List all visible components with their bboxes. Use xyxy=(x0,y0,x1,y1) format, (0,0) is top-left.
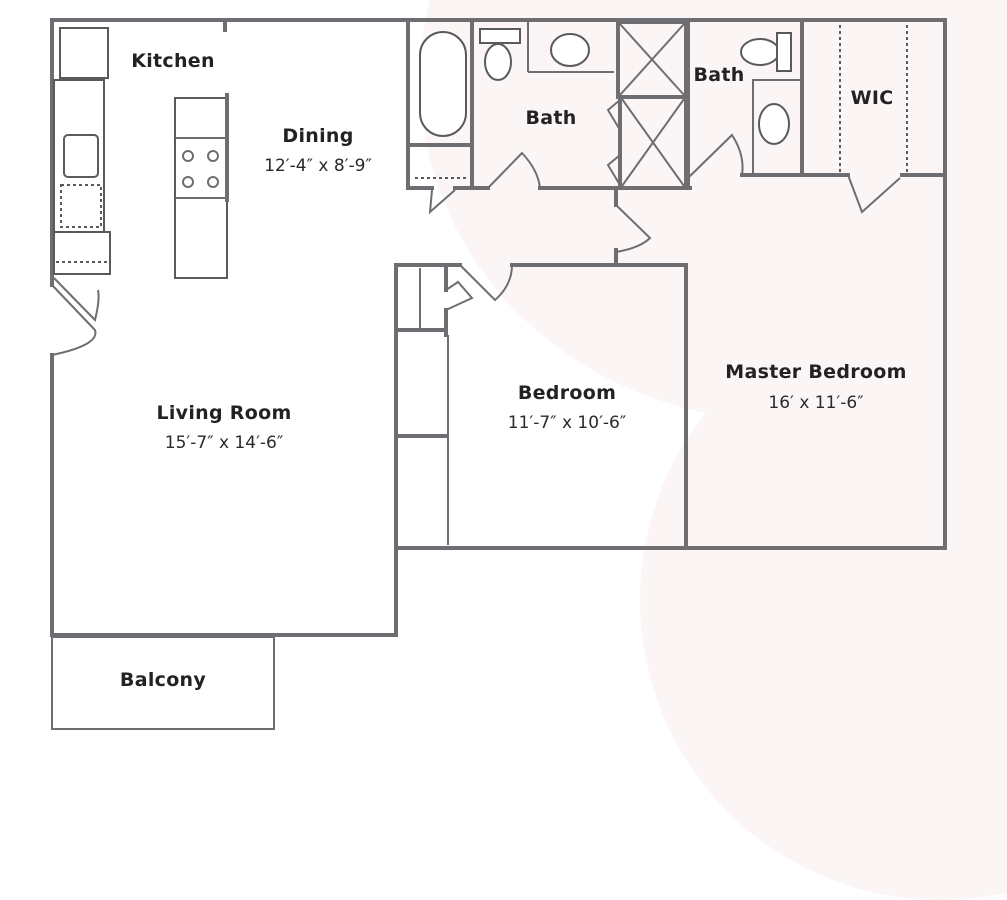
walls xyxy=(50,18,947,637)
bath2-door xyxy=(687,133,744,179)
toilet-icon xyxy=(484,43,512,81)
room-label-living: Living Room xyxy=(156,402,292,424)
bath1-door xyxy=(487,151,541,189)
room-dimensions-dining: 12′-4″ x 8′-9″ xyxy=(264,156,372,176)
toilet-icon xyxy=(740,38,780,66)
hall-door xyxy=(615,204,652,253)
toilet-tank-icon xyxy=(776,32,792,72)
stove-icon xyxy=(182,150,219,188)
toilet-tank-icon xyxy=(479,28,521,44)
sink-icon xyxy=(63,134,99,178)
refrigerator-icon xyxy=(59,27,109,79)
closet-door xyxy=(445,280,474,311)
sink-icon xyxy=(758,103,790,145)
shower-icon xyxy=(619,23,685,187)
room-dimensions-living: 15′-7″ x 14′-6″ xyxy=(164,433,284,453)
balcony-outline xyxy=(51,636,275,730)
kitchen-island xyxy=(174,97,228,279)
room-label-bath2: Bath xyxy=(693,64,745,86)
bedroom-door xyxy=(459,264,513,302)
sink-icon xyxy=(550,33,590,67)
floorplan-drawing xyxy=(50,18,947,730)
bathtub-icon xyxy=(419,31,467,137)
pantry-door xyxy=(53,277,100,322)
room-dimensions-master-bedroom: 16′ x 11′-6″ xyxy=(768,393,864,413)
room-label-wic: WIC xyxy=(850,87,894,109)
room-label-kitchen: Kitchen xyxy=(131,50,215,72)
bath1-fixtures xyxy=(415,22,621,215)
linen-door xyxy=(428,189,456,215)
room-label-dining: Dining xyxy=(282,125,354,147)
room-label-bedroom: Bedroom xyxy=(517,382,617,404)
wic-door xyxy=(847,174,901,214)
entry-door xyxy=(51,284,97,356)
dishwasher-icon xyxy=(60,184,102,228)
wic-fixtures xyxy=(839,25,908,214)
room-label-balcony: Balcony xyxy=(119,669,207,691)
room-label-bath1: Bath xyxy=(525,107,577,129)
pantry xyxy=(53,231,111,275)
kitchen-fixtures xyxy=(53,27,229,322)
bath2-fixtures xyxy=(687,32,803,179)
room-dimensions-bedroom: 11′-7″ x 10′-6″ xyxy=(507,413,627,433)
room-label-master-bedroom: Master Bedroom xyxy=(725,361,907,383)
